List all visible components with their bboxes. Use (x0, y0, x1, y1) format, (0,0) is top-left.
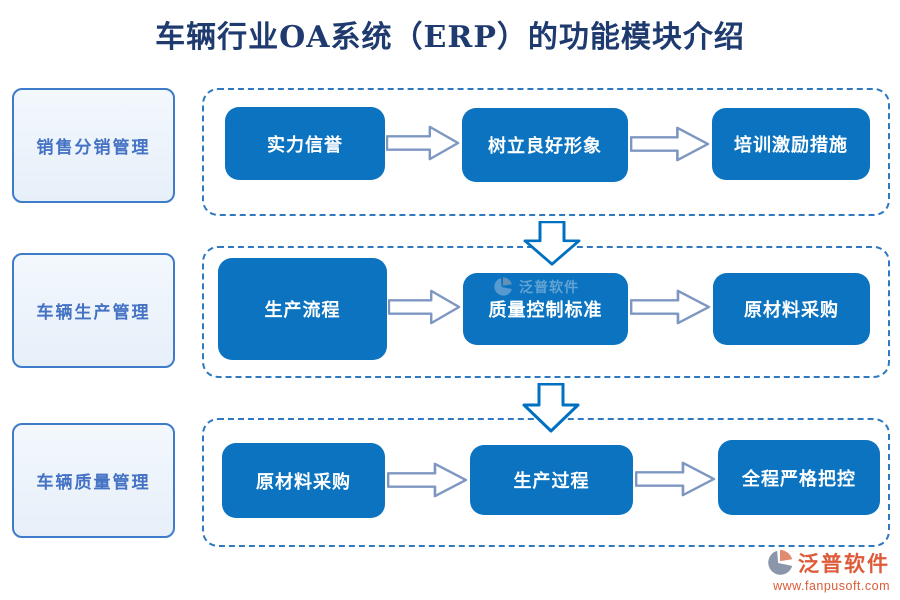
down-arrow-icon (522, 383, 580, 433)
flow-step-box: 生产流程 (218, 258, 387, 360)
flow-step-box: 全程严格把控 (718, 440, 880, 515)
page-title: 车辆行业OA系统（ERP）的功能模块介绍 (155, 20, 745, 55)
right-arrow-icon (388, 289, 461, 325)
flow-step-box: 培训激励措施 (712, 108, 870, 180)
right-arrow-icon (387, 462, 468, 498)
brand-name: 泛普软件 (798, 551, 890, 576)
category-label-vehicle-quality: 车辆质量管理 (12, 423, 175, 538)
right-arrow-icon (635, 461, 716, 497)
flow-step-box: 原材料采购 (222, 443, 385, 518)
right-arrow-icon (630, 289, 711, 325)
fanpu-logo-icon (768, 549, 793, 575)
category-label-sales-distribution: 销售分销管理 (12, 88, 175, 203)
flow-step-box: 原材料采购 (713, 273, 870, 345)
right-arrow-icon (386, 125, 460, 161)
right-arrow-icon (630, 126, 710, 162)
flow-step-box: 树立良好形象 (462, 108, 628, 182)
flow-step-box: 生产过程 (470, 445, 633, 515)
down-arrow-icon (523, 221, 581, 266)
footer-logo: 泛普软件 www.fanpusoft.com (740, 548, 890, 593)
category-label-vehicle-production: 车辆生产管理 (12, 253, 175, 368)
flow-step-box: 实力信誉 (225, 107, 385, 180)
website-url: www.fanpusoft.com (773, 579, 890, 593)
flow-section-sales (202, 88, 890, 216)
flow-step-box: 质量控制标准 (463, 273, 628, 345)
